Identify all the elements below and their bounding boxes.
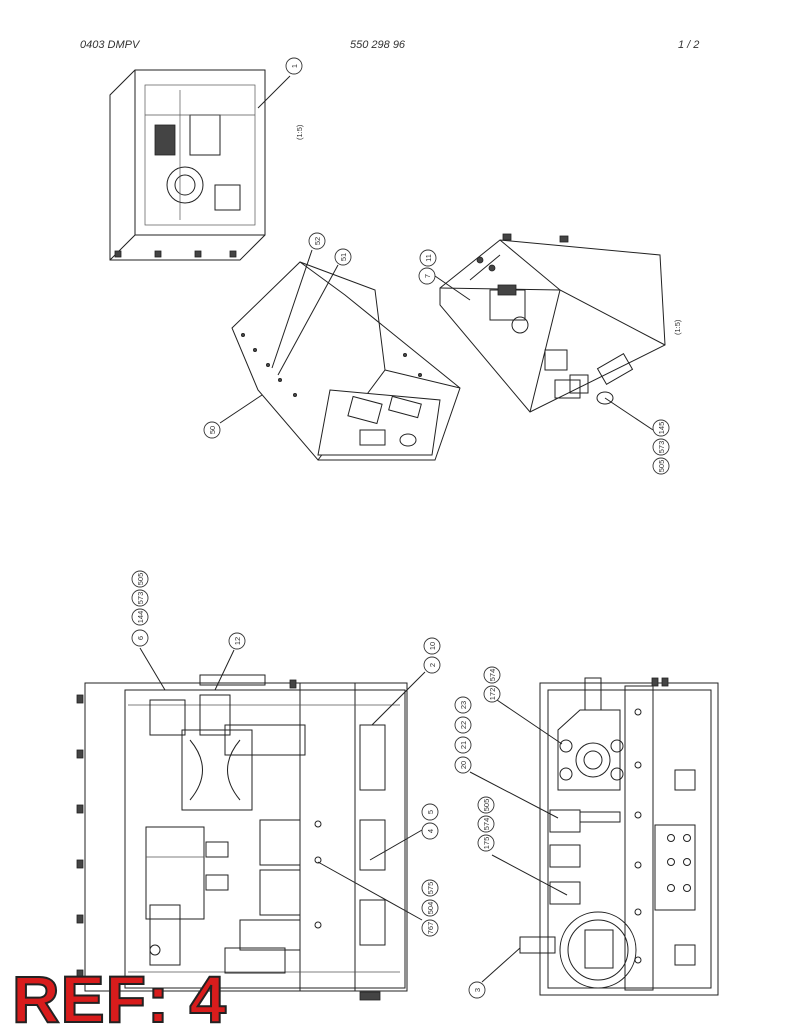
svg-text:172: 172 bbox=[488, 688, 497, 701]
svg-text:505: 505 bbox=[657, 460, 666, 473]
cover-view bbox=[231, 261, 461, 461]
svg-text:574: 574 bbox=[488, 669, 497, 682]
callout-50: 50 bbox=[203, 394, 263, 439]
svg-text:7: 7 bbox=[423, 274, 432, 278]
callout-7: 7 bbox=[418, 267, 471, 301]
callout-51: 51 bbox=[277, 248, 352, 376]
callout-1: 1 bbox=[257, 57, 303, 109]
scale-label-iso: (1:5) bbox=[673, 319, 682, 335]
svg-text:1: 1 bbox=[290, 64, 299, 68]
svg-text:4: 4 bbox=[426, 829, 435, 833]
svg-text:50: 50 bbox=[208, 426, 217, 434]
svg-text:52: 52 bbox=[313, 237, 322, 245]
svg-text:2: 2 bbox=[428, 663, 437, 667]
svg-text:144: 144 bbox=[136, 611, 145, 624]
svg-text:20: 20 bbox=[459, 761, 468, 769]
callout-5-4: 5 4 bbox=[369, 803, 439, 861]
svg-text:574: 574 bbox=[482, 818, 491, 831]
callout-20-21-22-23: 20 21 22 23 bbox=[454, 696, 559, 819]
page-number: 1 / 2 bbox=[678, 39, 700, 51]
callout-767-504-575: 767 504 575 bbox=[317, 861, 439, 937]
svg-text:575: 575 bbox=[426, 882, 435, 895]
svg-text:5: 5 bbox=[426, 810, 435, 814]
svg-text:573: 573 bbox=[657, 441, 666, 454]
callout-3: 3 bbox=[468, 947, 521, 999]
callout-11 bbox=[419, 249, 437, 267]
callout-172-574: 172 574 bbox=[483, 666, 563, 745]
left-orthographic-view bbox=[76, 674, 408, 1001]
svg-text:12: 12 bbox=[233, 637, 242, 645]
right-orthographic-view bbox=[519, 677, 719, 996]
svg-text:51: 51 bbox=[339, 253, 348, 261]
callout-52: 52 bbox=[271, 232, 326, 369]
isometric-box-view bbox=[439, 233, 666, 413]
callout-175-574-505: 175 574 505 bbox=[477, 796, 568, 896]
svg-text:504: 504 bbox=[426, 902, 435, 915]
svg-text:10: 10 bbox=[428, 642, 437, 650]
callout-2-10: 2 10 bbox=[371, 637, 441, 726]
callout-145-573-505: 145 573 505 bbox=[604, 397, 670, 475]
document-code: 0403 DMPV bbox=[80, 39, 140, 51]
svg-text:3: 3 bbox=[473, 988, 482, 992]
reference-label: REF: 4 bbox=[11, 962, 228, 1036]
svg-text:23: 23 bbox=[459, 701, 468, 709]
scale-label-top: (1:5) bbox=[295, 124, 304, 140]
svg-text:175: 175 bbox=[482, 837, 491, 850]
svg-text:767: 767 bbox=[426, 922, 435, 935]
top-isometric-assembly bbox=[109, 69, 266, 261]
callout-12: 12 bbox=[214, 632, 246, 691]
callout-11-label: 11 bbox=[424, 254, 433, 262]
part-number: 550 298 96 bbox=[350, 39, 406, 51]
svg-text:573: 573 bbox=[136, 592, 145, 605]
svg-text:145: 145 bbox=[657, 422, 666, 435]
callout-6-144-573-505: 6 144 573 505 bbox=[131, 570, 166, 691]
svg-text:22: 22 bbox=[459, 721, 468, 729]
svg-text:6: 6 bbox=[136, 636, 145, 640]
svg-text:21: 21 bbox=[459, 741, 468, 749]
svg-text:505: 505 bbox=[482, 799, 491, 812]
svg-text:505: 505 bbox=[136, 573, 145, 586]
